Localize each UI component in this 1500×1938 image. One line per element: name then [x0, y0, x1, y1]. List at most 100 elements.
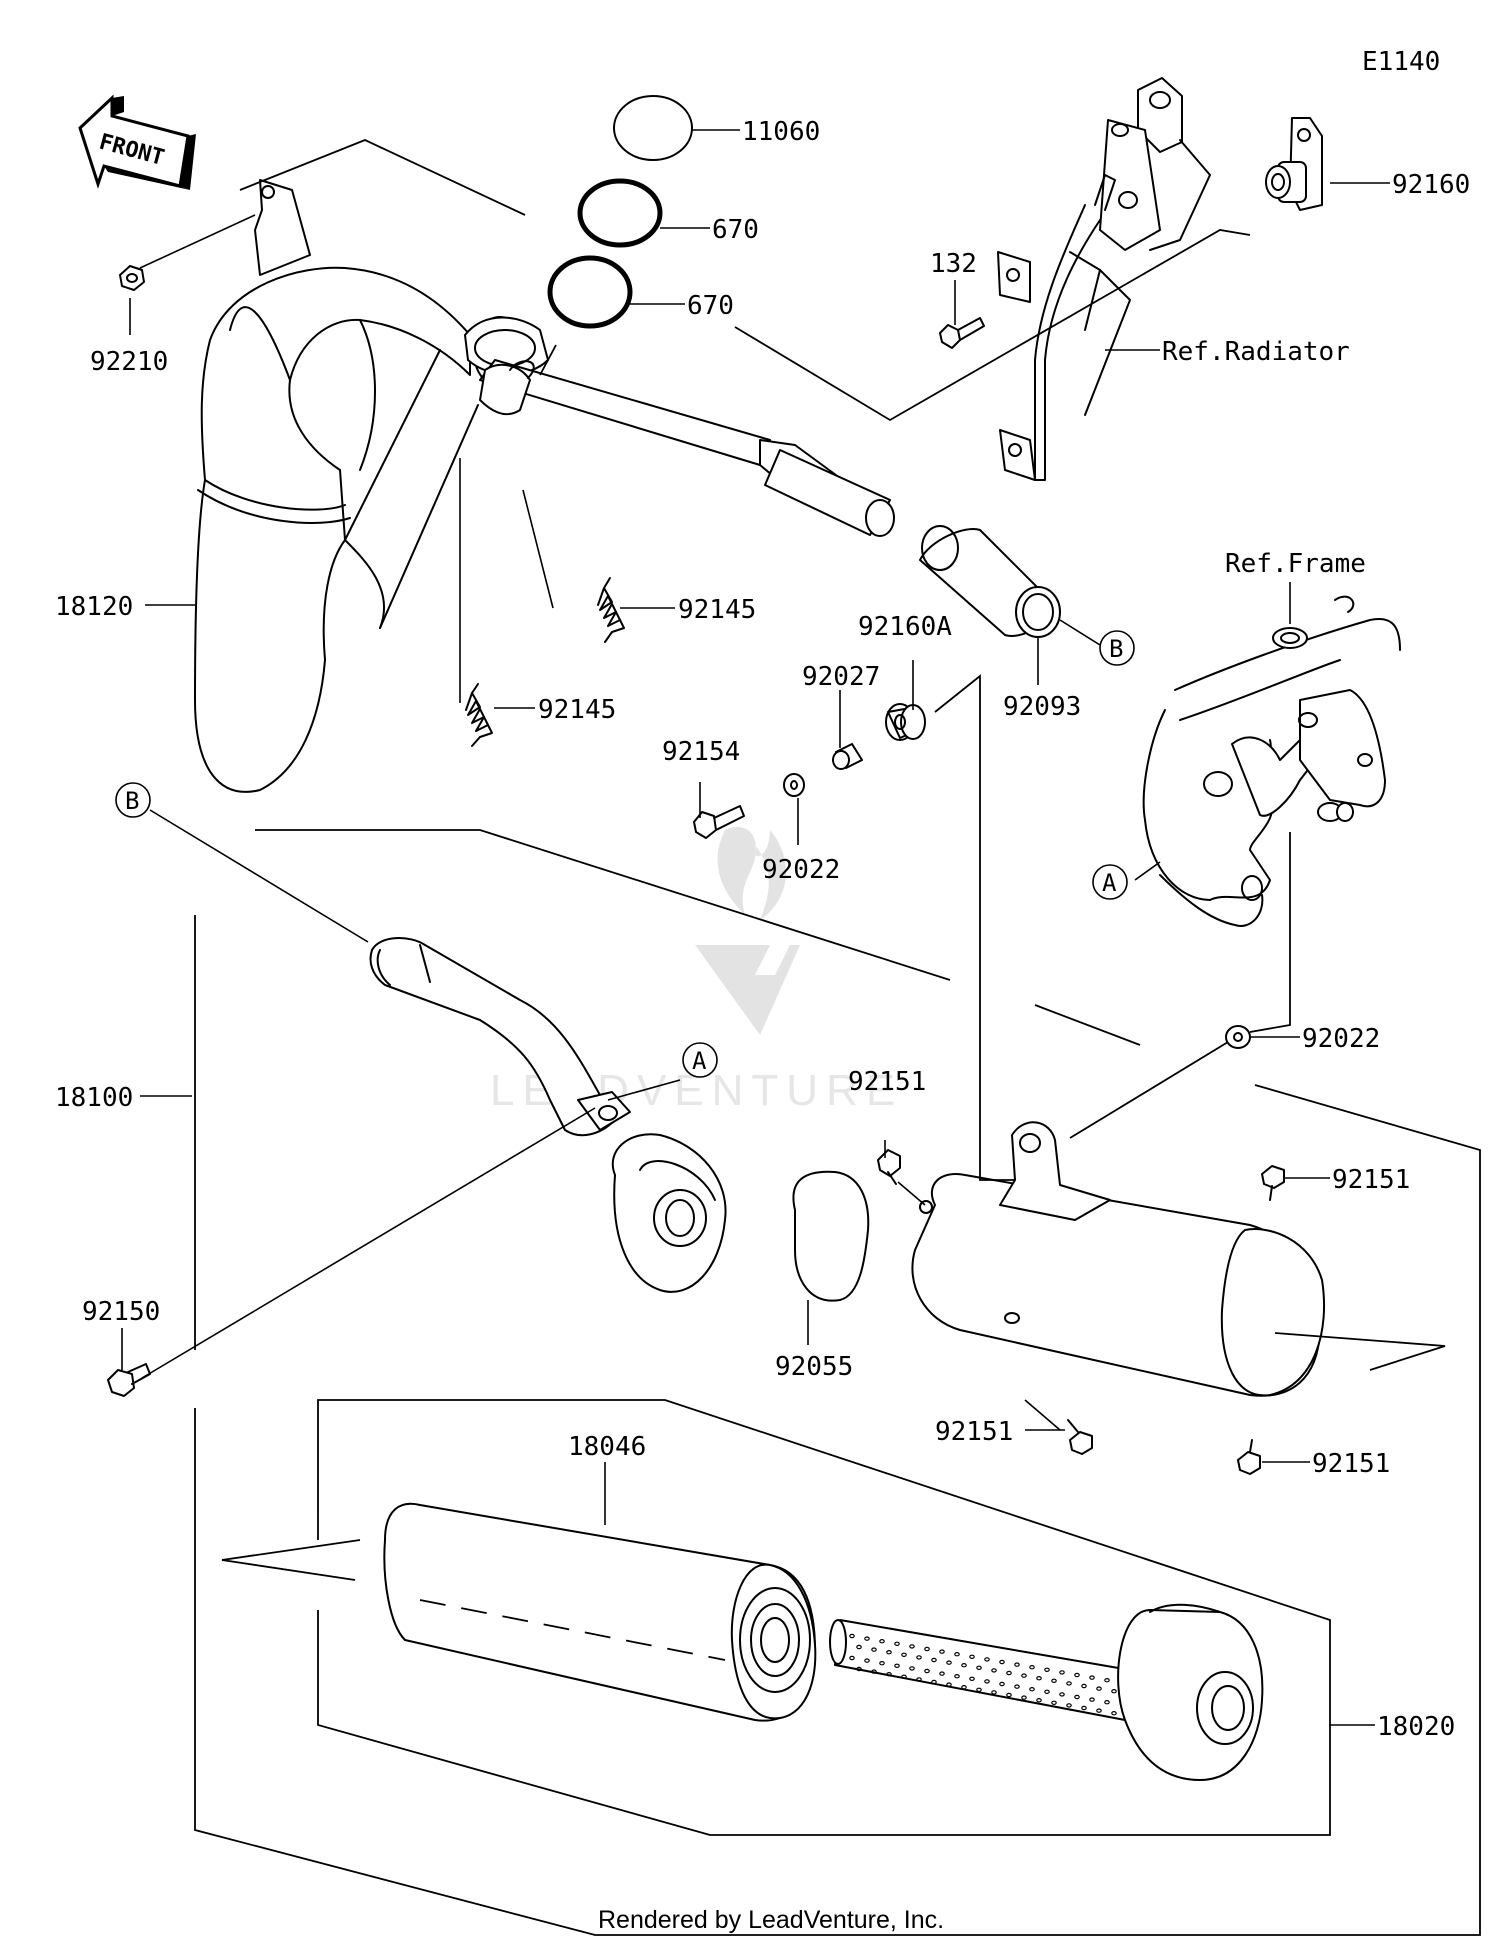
perforation-hole: [1021, 1673, 1027, 1678]
svg-text:A: A: [692, 1047, 707, 1075]
label-670-lower: 670: [687, 291, 734, 321]
header-pipe: [479, 359, 895, 537]
label-92160A: 92160A: [858, 612, 952, 642]
bolt-92151-bottom: [1067, 1419, 1093, 1455]
callout-b-top: B: [1099, 630, 1135, 666]
radiator-bracket-ref: [997, 77, 1211, 481]
label-92145-lower: 92145: [538, 695, 616, 725]
label-18120: 18120: [55, 592, 133, 622]
label-92151-bottom: 92151: [935, 1417, 1013, 1447]
perforation-hole: [849, 1655, 855, 1661]
washer-92022-upper: [783, 773, 805, 797]
perforation-hole: [1066, 1703, 1072, 1708]
perforation-hole: [871, 1647, 877, 1652]
perforation-hole: [976, 1687, 982, 1693]
bolt-92151-lower-right: [1237, 1439, 1261, 1475]
label-92150: 92150: [82, 1297, 160, 1327]
perforation-hole: [931, 1679, 937, 1685]
perforation-hole: [969, 1654, 975, 1660]
label-ref-radiator: Ref.Radiator: [1162, 337, 1350, 367]
perforation-hole: [886, 1649, 892, 1655]
perforation-hole: [856, 1666, 862, 1672]
gasket-92055: [792, 1170, 870, 1302]
callout-b-left: B: [115, 782, 151, 818]
perforation-hole: [939, 1671, 945, 1676]
perforation-hole: [984, 1679, 990, 1684]
label-132: 132: [930, 249, 977, 279]
label-92093: 92093: [1003, 692, 1081, 722]
bolt-92150: [107, 1363, 151, 1397]
perforation-hole: [999, 1681, 1005, 1687]
spring-92145-upper: [597, 577, 625, 643]
perforation-hole: [954, 1651, 960, 1657]
perforation-hole: [909, 1666, 915, 1671]
perforation-hole: [871, 1669, 877, 1674]
rubber-damper-92160A: [885, 703, 926, 741]
label-670-upper: 670: [712, 215, 759, 245]
silencer-outer-18046: [383, 1502, 817, 1722]
perforation-hole: [886, 1671, 892, 1677]
oring-670-lower: [547, 255, 633, 329]
label-92145-upper: 92145: [678, 595, 756, 625]
label-11060: 11060: [742, 117, 820, 147]
joint-pipe-92093: [919, 525, 1061, 638]
perforation-hole: [916, 1655, 922, 1660]
perforation-hole: [894, 1663, 900, 1669]
perforation-hole: [991, 1690, 997, 1695]
perforation-hole: [879, 1660, 885, 1666]
perforation-hole: [984, 1657, 990, 1662]
washer-92022-lower: [1225, 1025, 1251, 1049]
perforation-hole: [1104, 1677, 1110, 1683]
perforation-hole: [916, 1677, 922, 1682]
perforation-hole: [1006, 1670, 1012, 1676]
perforation-hole: [1044, 1689, 1050, 1695]
perforation-hole: [1021, 1695, 1027, 1700]
bolt-92151-right: [1261, 1165, 1285, 1201]
perforation-hole: [1081, 1683, 1087, 1689]
diagram-code: E1140: [1362, 47, 1440, 77]
perforation-hole: [901, 1652, 907, 1658]
perforation-hole: [909, 1644, 915, 1649]
label-92151-right: 92151: [1332, 1165, 1410, 1195]
collar-92027: [832, 743, 863, 770]
perforation-hole: [969, 1676, 975, 1682]
label-18046: 18046: [568, 1432, 646, 1462]
damper-92160: [1265, 117, 1323, 211]
perforation-hole: [1111, 1688, 1117, 1694]
perforation-hole: [1074, 1672, 1080, 1678]
perforation-hole: [879, 1638, 885, 1644]
label-92210: 92210: [90, 347, 168, 377]
label-92022-upper: 92022: [762, 855, 840, 885]
perforation-hole: [961, 1662, 967, 1668]
perforation-hole: [849, 1633, 855, 1639]
perforation-hole: [931, 1657, 937, 1663]
label-18100: 18100: [55, 1083, 133, 1113]
perforation-hole: [1051, 1678, 1057, 1684]
perforation-hole: [1036, 1675, 1042, 1681]
perforation-hole: [1014, 1684, 1020, 1689]
label-ref-frame: Ref.Frame: [1225, 549, 1366, 579]
part-labels: 11060 670 670 92160 132 Ref.Radiator 922…: [55, 117, 1470, 1742]
callout-a-mid: A: [682, 1042, 718, 1078]
perforation-hole: [1111, 1710, 1117, 1716]
perforation-hole: [1029, 1664, 1035, 1670]
spring-92145-lower: [465, 683, 493, 747]
perforation-hole: [946, 1682, 952, 1687]
front-arrow: FRONT: [78, 94, 196, 190]
perforation-hole: [1059, 1670, 1065, 1675]
perforation-hole: [1096, 1686, 1102, 1691]
perforation-hole: [856, 1644, 862, 1650]
silencer-core-18020: [829, 1603, 1264, 1781]
perforation-hole: [864, 1658, 870, 1663]
perforation-hole: [961, 1684, 967, 1690]
perforation-hole: [991, 1668, 997, 1673]
perforation-hole: [1051, 1700, 1057, 1706]
perforation-hole: [1014, 1662, 1020, 1667]
bolt-132: [939, 317, 985, 349]
group-lines: [194, 139, 1481, 1936]
perforation-hole: [1029, 1686, 1035, 1692]
perforation-hole: [1044, 1667, 1050, 1673]
svg-text:B: B: [1109, 635, 1123, 663]
perforation-hole: [901, 1674, 907, 1680]
